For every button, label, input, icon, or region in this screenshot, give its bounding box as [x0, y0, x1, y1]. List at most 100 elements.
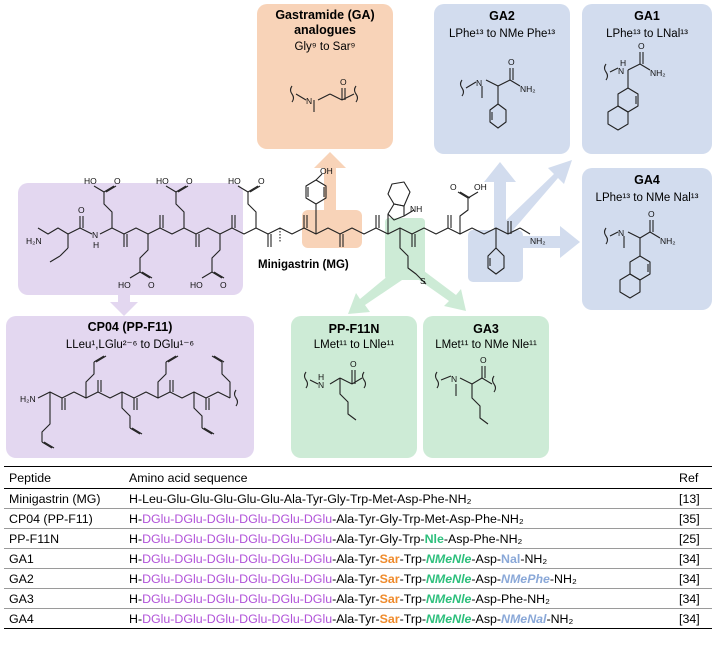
nmenle-fragment	[434, 366, 497, 425]
blue-arrow-right	[520, 226, 580, 258]
ref-cell: [34]	[674, 548, 712, 569]
sequence-segment: NMePhe	[501, 571, 550, 586]
glu-side-chains	[93, 185, 261, 279]
sequence-segment: -Ala-Tyr-	[332, 591, 380, 606]
sequence-segment: H-	[129, 531, 143, 546]
ga3-box	[423, 316, 549, 458]
ga2-box-header: GA2 LPhe¹³ to NMe Phe¹³	[434, 9, 570, 40]
ppf11n-box-header: PP-F11N LMet¹¹ to LNle¹¹	[291, 322, 417, 351]
mg-ho-2: HO	[156, 176, 169, 186]
sequence-segment: -Asp-Phe-NH₂	[443, 531, 523, 546]
sequence-segment: DGlu-DGlu-DGlu-DGlu-DGlu-DGlu	[142, 531, 333, 546]
sar-o: O	[340, 77, 347, 87]
ga4-subtitle: LPhe¹³ to NMe Nal¹³	[595, 192, 699, 204]
ga2-box	[434, 4, 570, 154]
nmenle-n: N	[451, 374, 457, 384]
mg-nh-trp: NH	[410, 204, 422, 214]
sequence-segment: -Ala-Tyr-	[332, 571, 380, 586]
nmephe-fragment	[459, 68, 521, 129]
green-arrow-right	[412, 268, 466, 311]
nle-fragment	[303, 370, 367, 421]
purple-arrow	[110, 292, 138, 316]
mg-oh-tyr: OH	[320, 166, 333, 176]
mg-h-1: H	[93, 240, 99, 250]
sequence-segment: -Trp-	[399, 571, 426, 586]
sequence-segment: -Asp-	[471, 611, 502, 626]
sequence-segment: NMeNle	[425, 591, 472, 606]
sequence-segment: -Asp-Phe-NH₂	[471, 591, 550, 606]
nal-o: O	[638, 41, 645, 51]
mg-o-6: O	[220, 280, 227, 290]
cp04-subtitle: LLeu¹,LGlu²⁻⁶ to DGlu¹⁻⁶	[65, 339, 195, 351]
ga1-title: GA1	[634, 9, 660, 23]
gastramide-box-header: Gastramide (GA) analogues Gly⁹ to Sar⁹	[257, 8, 393, 53]
nmephe-nh2: NH₂	[520, 84, 536, 94]
ga3-box-header: GA3 LMet¹¹ to NMe Nle¹¹	[423, 322, 549, 351]
sar-fragment	[289, 85, 359, 112]
mg-o-3: O	[186, 176, 193, 186]
peptide-cell: GA4	[4, 608, 124, 629]
met-highlight	[385, 218, 425, 280]
peptide-cell: CP04 (PP-F11)	[4, 508, 124, 529]
minigastrin-label: Minigastrin (MG)	[258, 259, 349, 271]
sequence-segment: DGlu-DGlu-DGlu-DGlu-DGlu-DGlu	[142, 591, 333, 606]
trp-side-chain	[387, 181, 415, 234]
sequence-segment: DGlu-DGlu-DGlu-DGlu-DGlu-DGlu	[142, 571, 333, 586]
header-peptide: Peptide	[4, 466, 124, 489]
table-row: CP04 (PP-F11)H-DGlu-DGlu-DGlu-DGlu-DGlu-…	[4, 508, 712, 529]
cp04-title: CP04 (PP-F11)	[87, 320, 173, 334]
peptide-cell: PP-F11N	[4, 528, 124, 549]
mg-ho-5: HO	[190, 280, 203, 290]
sequence-cell: H-DGlu-DGlu-DGlu-DGlu-DGlu-DGlu-Ala-Tyr-…	[124, 548, 674, 569]
ga2-subtitle: LPhe¹³ to NMe Phe¹³	[448, 28, 556, 40]
ga2-title: GA2	[489, 9, 515, 23]
sequence-segment: -NH₂	[549, 571, 577, 586]
gastramide-title-1: Gastramide (GA)	[275, 8, 375, 22]
sar-n: N	[306, 96, 312, 106]
ga4-box	[582, 168, 712, 310]
sequence-segment: -Ala-Tyr-Gly-Trp-Met-Asp-Phe-NH₂	[332, 511, 524, 526]
ga3-title: GA3	[473, 322, 499, 336]
gastramide-box	[257, 4, 393, 149]
nal-nh2: NH₂	[650, 68, 666, 78]
sequence-segment: H-	[129, 551, 143, 566]
sequence-segment: DGlu-DGlu-DGlu-DGlu-DGlu-DGlu	[142, 551, 333, 566]
sequence-segment: H-Leu-Glu-Glu-Glu-Glu-Glu-Ala-Tyr-Gly-Tr…	[129, 491, 472, 506]
peptide-cell: GA3	[4, 588, 124, 609]
sequence-segment: -Ala-Tyr-	[332, 551, 380, 566]
sequence-segment: H-	[129, 611, 143, 626]
sequence-table: Peptide Amino acid sequence Ref Minigast…	[4, 466, 712, 629]
sequence-segment: -Trp-	[399, 611, 426, 626]
sequence-segment: Sar	[379, 571, 400, 586]
sequence-cell: H-DGlu-DGlu-DGlu-DGlu-DGlu-DGlu-Ala-Tyr-…	[124, 568, 674, 589]
ga4-title: GA4	[634, 173, 660, 187]
sequence-segment: -Asp-	[471, 551, 502, 566]
gastramide-title-2: analogues	[294, 23, 356, 37]
table-row: Minigastrin (MG)H-Leu-Glu-Glu-Glu-Glu-Gl…	[4, 488, 712, 509]
sequence-cell: H-DGlu-DGlu-DGlu-DGlu-DGlu-DGlu-Ala-Tyr-…	[124, 608, 674, 629]
sequence-segment: DGlu-DGlu-DGlu-DGlu-DGlu-DGlu	[142, 511, 333, 526]
ppf11n-box	[291, 316, 417, 458]
tyr-side-chain	[305, 173, 327, 234]
peptide-cell: GA2	[4, 568, 124, 589]
ref-cell: [34]	[674, 608, 712, 629]
mg-o-4: O	[258, 176, 265, 186]
nmephe-n: N	[476, 78, 482, 88]
mg-o-asp: O	[450, 182, 457, 192]
highlight-arrows	[110, 152, 580, 316]
nal-fragment	[603, 52, 651, 131]
ref-cell: [34]	[674, 568, 712, 589]
sequence-cell: H-Leu-Glu-Glu-Glu-Glu-Glu-Ala-Tyr-Gly-Tr…	[124, 488, 674, 509]
sequence-segment: Sar	[379, 591, 400, 606]
ppf11n-subtitle: LMet¹¹ to LNle¹¹	[313, 339, 395, 351]
sequence-segment: -NH₂	[520, 551, 548, 566]
ga1-subtitle: LPhe¹³ to LNal¹³	[606, 28, 688, 40]
ga1-box	[582, 4, 712, 154]
sequence-segment: NMeNle	[425, 551, 472, 566]
nmephe-o: O	[508, 57, 515, 67]
sequence-cell: H-DGlu-DGlu-DGlu-DGlu-DGlu-DGlu-Ala-Tyr-…	[124, 528, 674, 549]
nle-h: H	[318, 372, 324, 382]
